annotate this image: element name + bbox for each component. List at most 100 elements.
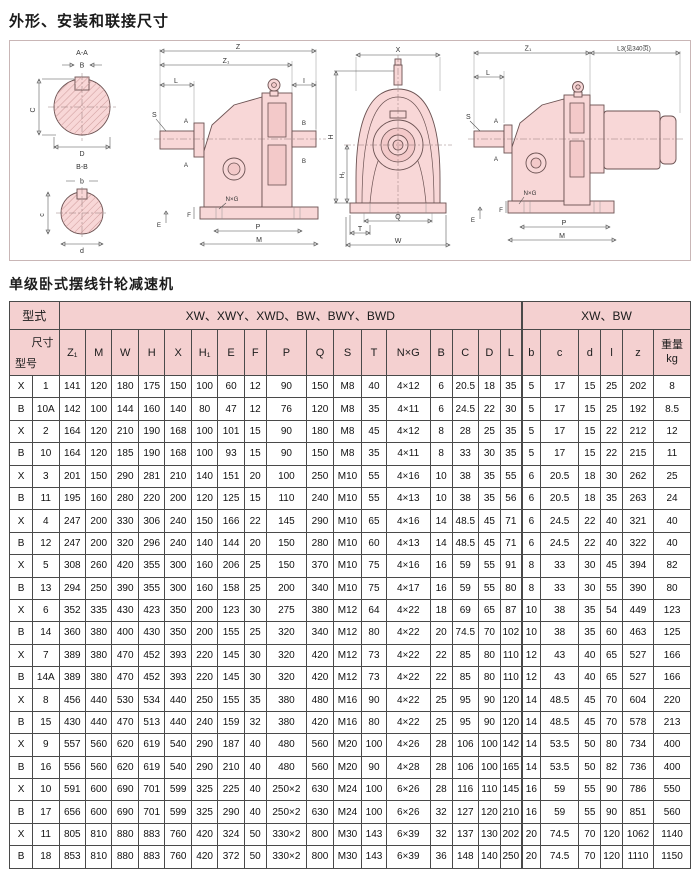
table-cell: 247: [58, 531, 87, 556]
table-cell: 74.5: [539, 822, 580, 847]
table-cell: 394: [621, 554, 655, 578]
table-cell: 38: [539, 621, 580, 645]
table-cell: 80: [600, 733, 623, 757]
dim-Z1-label-2: Z₁: [525, 46, 532, 53]
table-cell: 22: [600, 442, 623, 466]
table-cell: 10A: [32, 397, 60, 421]
table-cell: 160: [85, 486, 113, 511]
table-cell: 380: [85, 666, 113, 690]
table-cell: 40: [243, 733, 267, 757]
table-cell: 80: [478, 643, 501, 668]
table-cell: 355: [137, 554, 166, 578]
table-cell: 350: [164, 621, 192, 645]
table-cell: 80: [499, 576, 523, 600]
table-cell: 164: [58, 442, 87, 466]
table-cell: 556: [58, 755, 87, 780]
table-cell: 120: [85, 419, 113, 444]
table-cell: 155: [217, 688, 245, 712]
table-cell: 4×22: [385, 710, 431, 735]
col-header: c: [539, 329, 580, 376]
table-cell: 14: [520, 755, 541, 780]
table-cell: 16: [429, 554, 453, 578]
table-cell: 534: [137, 688, 166, 712]
table-cell: 320: [265, 621, 308, 645]
table-cell: 370: [306, 554, 334, 578]
table-cell: 420: [306, 643, 334, 668]
table-cell: 35: [361, 442, 387, 466]
table-cell: 4: [32, 509, 60, 533]
section-aa-label: A-A: [76, 50, 88, 57]
table-cell: M12: [332, 598, 363, 623]
table-cell: 30: [478, 442, 501, 466]
dimension-table: 型式 XW、XWY、XWD、BW、BWY、BWD XW、BW 尺寸 型号 Z₁ …: [8, 301, 691, 869]
table-cell: 32: [243, 710, 267, 735]
table-cell: 12: [520, 643, 541, 668]
table-cell: 390: [111, 576, 139, 600]
table-cell: 130: [478, 822, 501, 847]
table-cell: 200: [265, 576, 308, 600]
dim-P-label-2: P: [562, 220, 567, 227]
table-cell: 8: [429, 442, 453, 466]
col-header: E: [217, 329, 245, 376]
table-cell: 8: [32, 688, 60, 712]
table-cell: 4×22: [385, 688, 431, 712]
table-cell: 810: [85, 822, 113, 847]
cutmark-A-bottom: A: [184, 162, 189, 169]
table-cell: 70: [600, 710, 623, 735]
table-cell: 372: [217, 845, 245, 869]
table-cell: 290: [190, 755, 219, 780]
table-cell: 18: [478, 374, 501, 399]
table-cell: 440: [164, 710, 192, 735]
table-cell: 40: [600, 531, 623, 556]
table-cell: 3: [32, 464, 60, 488]
shaft-section-drawing: A-A B C D B-B b c d: [30, 50, 116, 255]
table-cell: M12: [332, 621, 363, 645]
table-cell: 200: [85, 509, 113, 533]
dim-H-label: H: [328, 134, 335, 139]
col-header: P: [265, 329, 308, 376]
table-cell: 690: [111, 778, 139, 802]
table-cell: 20.5: [539, 486, 580, 511]
table-cell: 36: [429, 845, 453, 869]
table-cell: 14: [520, 733, 541, 757]
table-cell: 120: [499, 710, 523, 735]
dim-M-label: M: [256, 237, 262, 244]
table-cell: M10: [332, 554, 363, 578]
table-cell: 10: [429, 464, 453, 488]
table-cell: 151: [217, 464, 245, 488]
table-cell: X: [8, 419, 34, 444]
cutmark-B-top: B: [302, 120, 306, 127]
table-cell: 470: [111, 666, 139, 690]
table-cell: 440: [85, 688, 113, 712]
table-cell: 420: [306, 666, 334, 690]
table-cell: 22: [243, 509, 267, 533]
table-cell: 30: [243, 598, 267, 623]
table-cell: 250×2: [265, 800, 308, 824]
table-cell: 110: [265, 486, 308, 511]
table-cell: 734: [621, 733, 655, 757]
table-cell: 120: [600, 845, 623, 869]
table-cell: 440: [85, 710, 113, 735]
table-cell: 100: [85, 397, 113, 421]
type-header: 型式: [9, 301, 60, 330]
table-cell: 4×13: [385, 486, 431, 511]
table-title: 单级卧式摆线针轮减速机: [9, 276, 174, 292]
table-cell: 45: [578, 710, 602, 735]
table-cell: 145: [217, 643, 245, 668]
dim-Z1-label: Z₁: [223, 58, 230, 65]
table-cell: 4×12: [385, 374, 431, 399]
table-cell: B: [8, 845, 34, 869]
table-cell: 65: [600, 666, 623, 690]
table-cell: 70: [600, 688, 623, 712]
col-header: d: [578, 329, 602, 376]
dim-I-label: I: [303, 78, 305, 85]
table-cell: 28: [429, 733, 453, 757]
dim-E-label-2: E: [471, 217, 475, 224]
table-cell: 6×39: [385, 845, 431, 869]
table-cell: 480: [306, 688, 334, 712]
table-cell: 50: [578, 733, 602, 757]
